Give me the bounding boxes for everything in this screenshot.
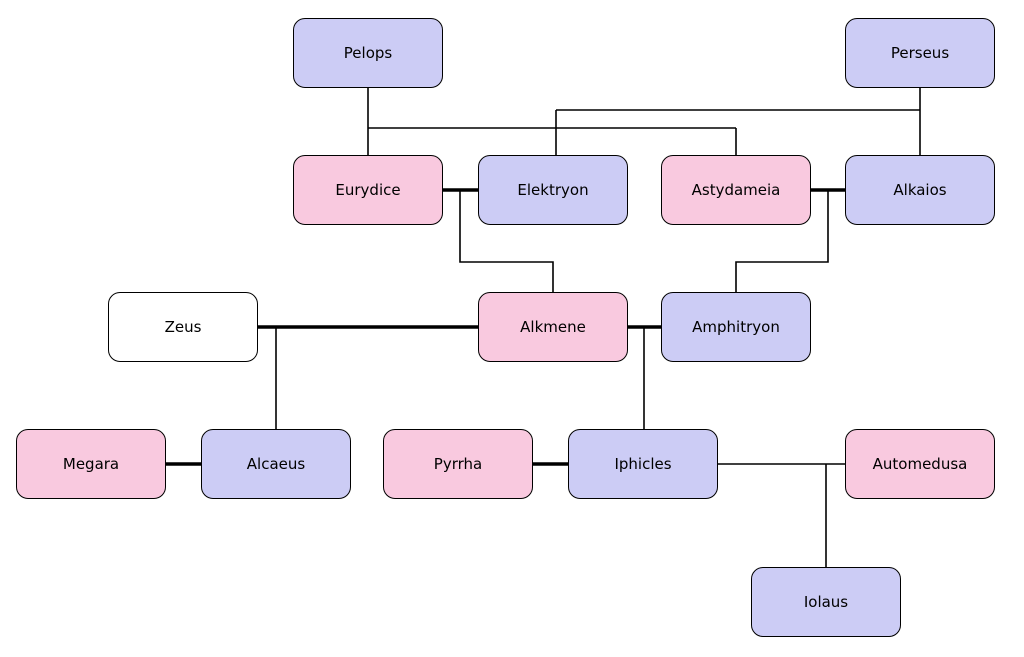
node-megara: Megara: [16, 429, 166, 499]
node-iolaus-label: Iolaus: [803, 593, 849, 611]
node-pelops: Pelops: [293, 18, 443, 88]
node-alcaeus-label: Alcaeus: [246, 455, 306, 473]
node-amphitryon-label: Amphitryon: [692, 318, 780, 336]
node-perseus: Perseus: [845, 18, 995, 88]
node-alkaios-label: Alkaios: [893, 181, 947, 199]
node-iolaus: Iolaus: [751, 567, 901, 637]
node-iphicles: Iphicles: [568, 429, 718, 499]
node-alcaeus: Alcaeus: [201, 429, 351, 499]
node-amphitryon: Amphitryon: [661, 292, 811, 362]
node-megara-label: Megara: [62, 455, 120, 473]
node-iphicles-label: Iphicles: [614, 455, 672, 473]
node-pyrrha: Pyrrha: [383, 429, 533, 499]
node-eurydice: Eurydice: [293, 155, 443, 225]
node-perseus-label: Perseus: [890, 44, 950, 62]
node-pyrrha-label: Pyrrha: [433, 455, 483, 473]
node-pelops-label: Pelops: [343, 44, 393, 62]
node-elektryon-label: Elektryon: [517, 181, 589, 199]
node-astydameia-label: Astydameia: [691, 181, 781, 199]
node-elektryon: Elektryon: [478, 155, 628, 225]
edge-eurydice-elektryon-to-alkmene: [459, 190, 554, 292]
node-zeus: Zeus: [108, 292, 258, 362]
node-zeus-label: Zeus: [164, 318, 202, 336]
node-alkaios: Alkaios: [845, 155, 995, 225]
node-automedusa: Automedusa: [845, 429, 995, 499]
node-automedusa-label: Automedusa: [872, 455, 968, 473]
edge-astydameia-alkaios-to-amphitryon: [735, 190, 829, 292]
node-astydameia: Astydameia: [661, 155, 811, 225]
node-eurydice-label: Eurydice: [335, 181, 401, 199]
node-alkmene: Alkmene: [478, 292, 628, 362]
node-alkmene-label: Alkmene: [520, 318, 586, 336]
